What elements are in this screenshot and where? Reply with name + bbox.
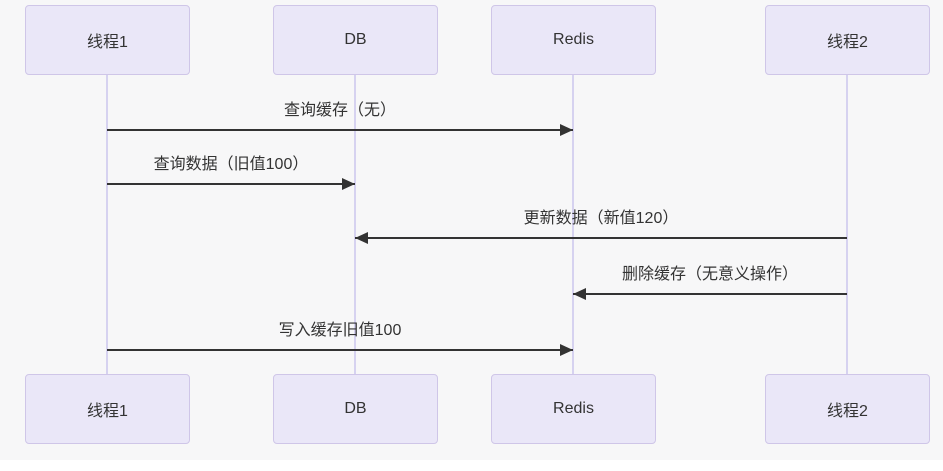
arrowhead-right-icon [560, 124, 573, 136]
message-update-data-label: 更新数据（新值120） [523, 210, 679, 227]
arrowhead-left-icon [573, 288, 586, 300]
actor-label-db-bottom: DB [344, 400, 367, 417]
message-write-cache-label: 写入缓存旧值100 [278, 322, 402, 339]
actor-label-thread1-bottom: 线程1 [87, 403, 128, 420]
arrowhead-right-icon [342, 178, 355, 190]
actor-label-db-top: DB [344, 31, 367, 48]
actor-label-redis-top: Redis [553, 31, 594, 48]
message-delete-cache: 删除缓存（无意义操作） [573, 265, 847, 307]
actor-box-thread1-top: 线程1 [25, 5, 190, 75]
actor-label-thread2-bottom: 线程2 [827, 403, 868, 420]
arrowhead-right-icon [560, 344, 573, 356]
actor-box-db-top: DB [273, 5, 438, 75]
message-query-data-line [107, 178, 355, 190]
actor-label-redis-bottom: Redis [553, 400, 594, 417]
message-delete-cache-line [573, 288, 847, 300]
message-write-cache: 写入缓存旧值100 [107, 321, 573, 363]
message-delete-cache-label: 删除缓存（无意义操作） [621, 266, 798, 283]
lifeline-thread1 [106, 75, 108, 374]
actor-label-thread1-top: 线程1 [87, 34, 128, 51]
message-query-cache-label: 查询缓存（无） [283, 102, 396, 119]
message-query-data: 查询数据（旧值100） [107, 155, 355, 197]
message-update-data-line [355, 232, 847, 244]
sequence-diagram-canvas: 线程1 DB Redis 线程2 线程1 DB Redis 线程2 查询缓存（无… [25, 5, 930, 444]
actor-label-thread2-top: 线程2 [827, 34, 868, 51]
message-query-cache: 查询缓存（无） [107, 101, 573, 143]
lifeline-db [354, 75, 356, 374]
actor-box-db-bottom: DB [273, 374, 438, 444]
message-update-data: 更新数据（新值120） [355, 209, 847, 251]
lifeline-thread2 [846, 75, 848, 374]
message-write-cache-line [107, 344, 573, 356]
actor-box-thread1-bottom: 线程1 [25, 374, 190, 444]
message-query-data-label: 查询数据（旧值100） [153, 156, 309, 173]
arrowhead-left-icon [355, 232, 368, 244]
lifeline-redis [572, 75, 574, 374]
actor-box-thread2-bottom: 线程2 [765, 374, 930, 444]
actor-box-redis-bottom: Redis [491, 374, 656, 444]
message-query-cache-line [107, 124, 573, 136]
actor-box-thread2-top: 线程2 [765, 5, 930, 75]
actor-box-redis-top: Redis [491, 5, 656, 75]
